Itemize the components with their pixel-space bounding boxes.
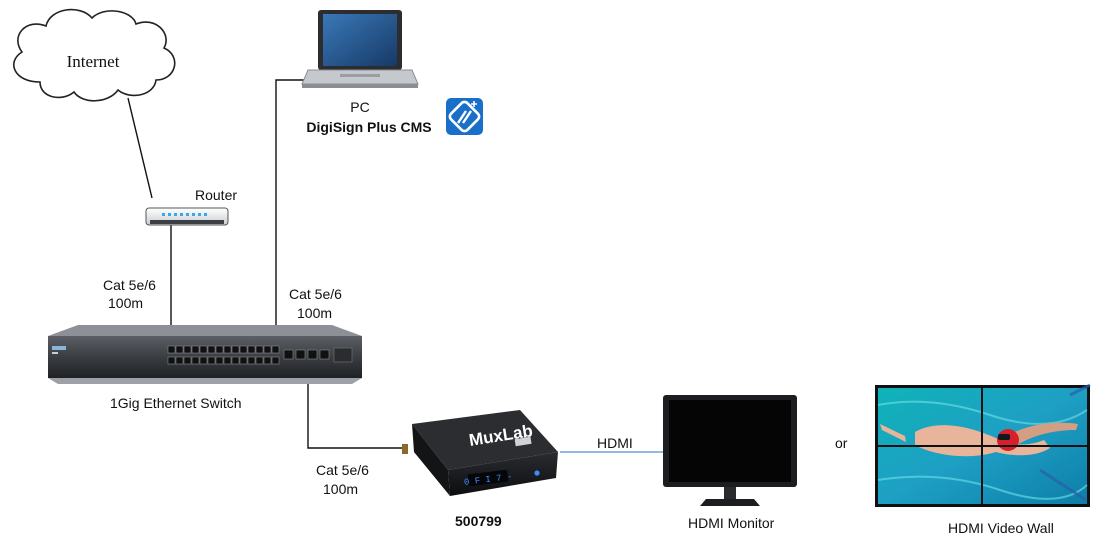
- internet-cloud-icon: [12, 8, 176, 102]
- media-player-icon: 0 F I 7 - MuxLab: [402, 410, 558, 496]
- ethernet-switch-icon: [48, 325, 362, 384]
- connections: [127, 79, 664, 453]
- router-icon: [145, 207, 229, 226]
- laptop-icon: [301, 10, 419, 88]
- pc-switch-length-label: 100m: [297, 305, 332, 321]
- switch-label: 1Gig Ethernet Switch: [110, 395, 242, 411]
- switch-player-link: [307, 372, 407, 449]
- pc-label: PC: [350, 99, 369, 115]
- router-switch-cable-label: Cat 5e/6: [103, 277, 156, 293]
- cms-label: DigiSign Plus CMS: [306, 119, 431, 135]
- monitor-label: HDMI Monitor: [688, 515, 775, 531]
- router-switch-length-label: 100m: [108, 295, 143, 311]
- digisign-app-icon: [446, 98, 483, 135]
- internet-router-link: [127, 97, 153, 199]
- internet-label: Internet: [67, 52, 120, 71]
- player-id-label: 500799: [455, 513, 502, 529]
- monitor-icon: [663, 395, 797, 506]
- or-label: or: [835, 435, 848, 451]
- pc-switch-cable-label: Cat 5e/6: [289, 286, 342, 302]
- router-label: Router: [195, 187, 237, 203]
- switch-player-cable-label: Cat 5e/6: [316, 462, 369, 478]
- pc-switch-link: [275, 79, 313, 346]
- video-wall-icon: [875, 383, 1091, 507]
- video-wall-label: HDMI Video Wall: [948, 520, 1054, 536]
- hdmi-link-label: HDMI: [597, 435, 633, 451]
- switch-player-length-label: 100m: [323, 481, 358, 497]
